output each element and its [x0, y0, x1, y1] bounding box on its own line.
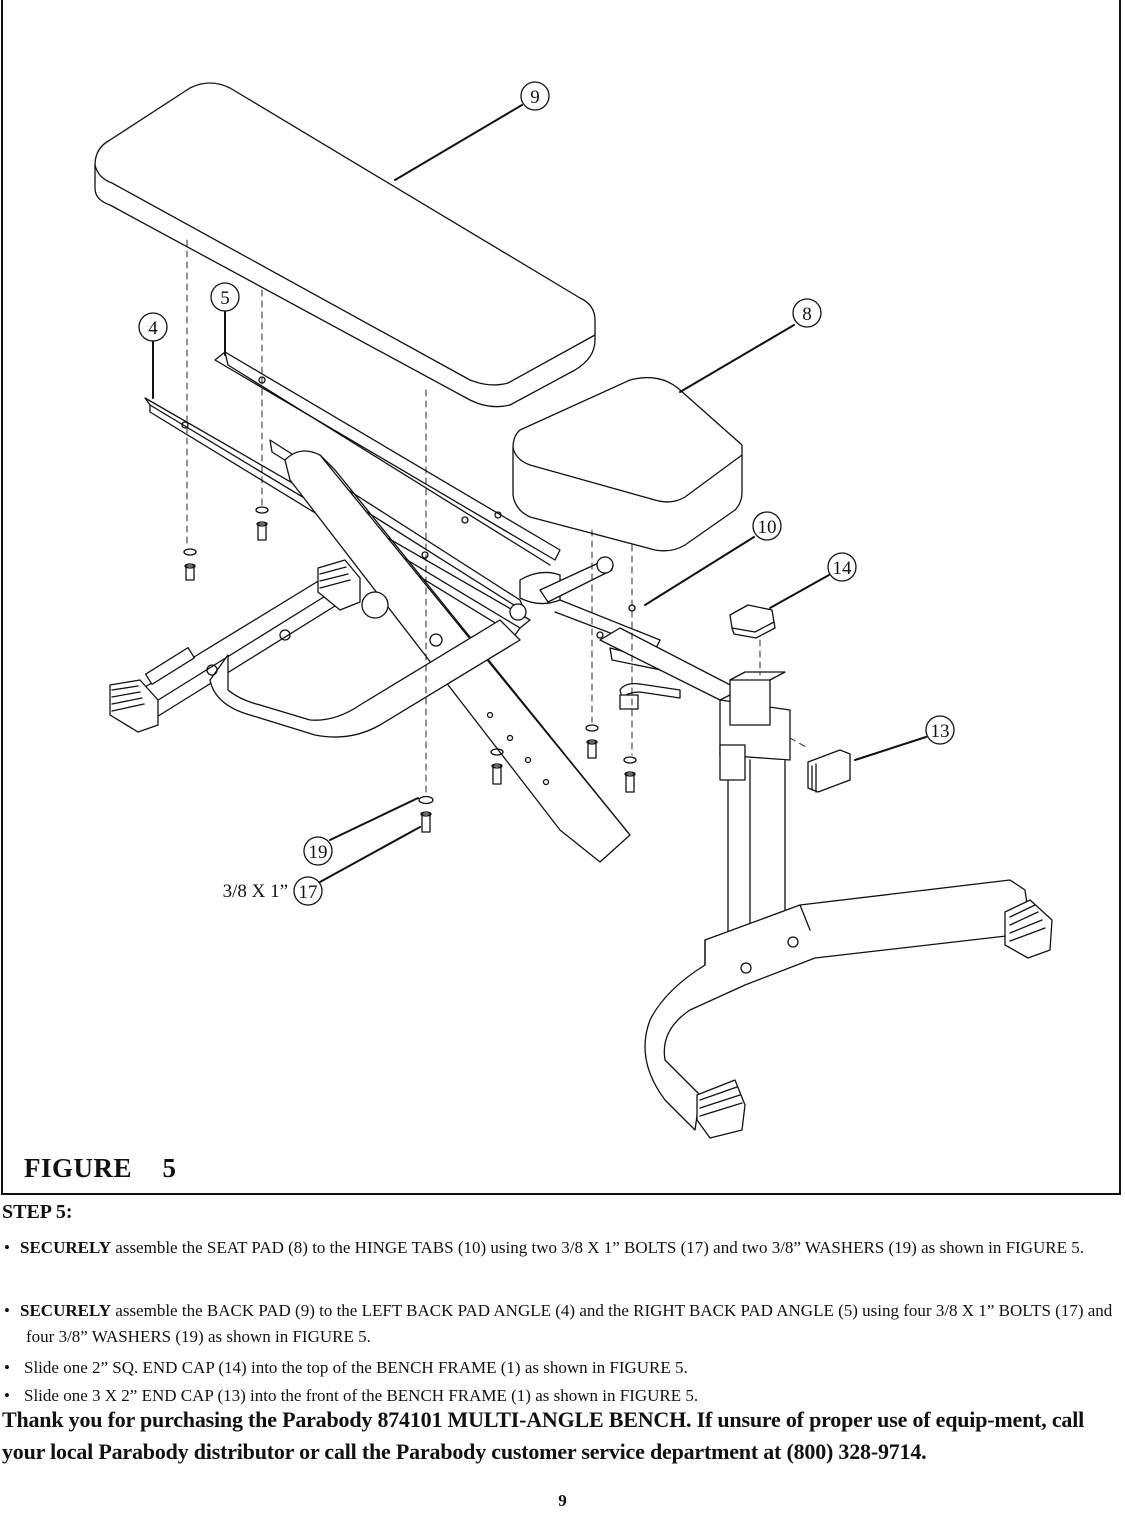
alignment-lines: [186, 239, 809, 796]
step-item-2-emphasis: SECURELY: [20, 1301, 112, 1320]
callout-19: [303, 836, 333, 866]
step-item-2: • SECURELY assemble the BACK PAD (9) to …: [2, 1298, 1125, 1350]
step-item-1: • SECURELY assemble the SEAT PAD (8) to …: [2, 1235, 1125, 1261]
callout-17-label: 17: [299, 882, 318, 903]
callout-13: [925, 715, 955, 745]
bolt-size-label: 3/8 X 1”: [223, 881, 288, 902]
bullet: •: [4, 1301, 10, 1320]
callout-4: [138, 312, 168, 342]
figure-title: FIGURE 5: [24, 1153, 177, 1183]
seat-pad-drawing: [512, 376, 743, 552]
callout-5-label: 5: [220, 288, 230, 309]
step-item-2-text: assemble the BACK PAD (9) to the LEFT BA…: [26, 1301, 1113, 1346]
step-item-1-text: assemble the SEAT PAD (8) to the HINGE T…: [111, 1238, 1084, 1257]
callout-10: [752, 511, 782, 541]
callout-5: [210, 282, 240, 312]
bolts-drawing: [183, 506, 637, 833]
callout-10-label: 10: [758, 517, 777, 538]
callout-9: [520, 81, 550, 111]
step-item-4: • Slide one 3 X 2” END CAP (13) into the…: [2, 1383, 1125, 1409]
callout-17: [293, 876, 323, 906]
callout-9-label: 9: [530, 87, 540, 108]
bullet: •: [4, 1358, 10, 1377]
step-item-3: • Slide one 2” SQ. END CAP (14) into the…: [2, 1355, 1125, 1381]
step-item-1-emphasis: SECURELY: [20, 1238, 112, 1257]
bench-assembly-drawing: 9 5 4 8 10 14 13 19 17 3/8 X 1”: [94, 81, 1053, 1139]
callout-14-label: 14: [833, 558, 853, 579]
bullet: •: [4, 1238, 10, 1257]
figure-frame: [1, 0, 1121, 1195]
rear-base-drawing: [109, 559, 521, 738]
callout-13-label: 13: [931, 721, 950, 742]
callout-4-label: 4: [148, 318, 158, 339]
page-number: 9: [558, 1491, 567, 1510]
end-caps-drawing: [729, 604, 851, 793]
step-heading: STEP 5:: [2, 1201, 73, 1223]
back-pad-drawing: [94, 82, 596, 408]
step-item-4-text: Slide one 3 X 2” END CAP (13) into the f…: [24, 1386, 699, 1405]
callout-8: [792, 298, 822, 328]
leader-lines: [152, 104, 927, 883]
callout-8-label: 8: [802, 304, 812, 325]
thank-you-note: Thank you for purchasing the Parabody 87…: [2, 1407, 1085, 1464]
step-item-3-text: Slide one 2” SQ. END CAP (14) into the t…: [24, 1358, 688, 1377]
callout-14: [827, 552, 857, 582]
callout-19-label: 19: [309, 842, 328, 863]
bullet: •: [4, 1386, 10, 1405]
front-base-drawing: [599, 627, 1053, 1139]
